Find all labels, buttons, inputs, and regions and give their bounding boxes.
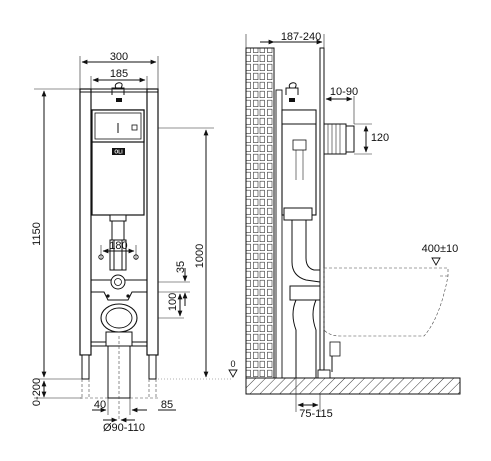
side-connector [323, 123, 347, 155]
dim-drain-diameter: Ø90-110 [103, 422, 145, 434]
cistern-side [281, 109, 317, 216]
triangle-down-icon-bowl [431, 257, 441, 266]
frame-right-foot [148, 354, 157, 380]
cistern-logo: OLI [114, 150, 123, 156]
toilet-bowl-outline [323, 267, 449, 337]
frame-left-post [79, 88, 92, 356]
dim-frame-inner-width: 185 [110, 68, 128, 80]
dim-pipe-10-90: 10-90 [330, 86, 358, 98]
dim-pipe-120: 120 [371, 132, 389, 144]
frame-right-post [146, 88, 159, 356]
side-dimensions: 187-240 10-90 120 400±10 75-115 [245, 31, 459, 420]
finished-wall-panel [319, 47, 325, 371]
dim-total-height: 1150 [31, 222, 43, 246]
side-view [245, 47, 461, 395]
front-dimensions: 300 185 1150 0-200 0 1000 180 35 [31, 51, 238, 434]
frame-left-foot [81, 354, 90, 380]
dim-offset-35: 35 [175, 261, 187, 273]
front-view: OLI [79, 82, 159, 420]
dim-spacing-180: 180 [109, 240, 127, 252]
dim-offset-100: 100 [167, 293, 179, 311]
floor-slab [245, 377, 461, 395]
dim-floor-offset: 75-115 [299, 408, 332, 420]
dim-frame-width: 300 [110, 51, 128, 63]
brick-wall [245, 47, 275, 379]
dim-right-85: 85 [161, 399, 173, 411]
triangle-down-icon [228, 369, 238, 378]
dim-floor-adjust: 0-200 [31, 378, 43, 406]
dim-bowl-height: 400±10 [422, 243, 459, 255]
dim-height-1000: 1000 [194, 244, 206, 268]
dim-zero-level: 0 [230, 359, 235, 369]
dim-left-40: 40 [94, 399, 106, 411]
dim-depth-range: 187-240 [281, 31, 321, 43]
